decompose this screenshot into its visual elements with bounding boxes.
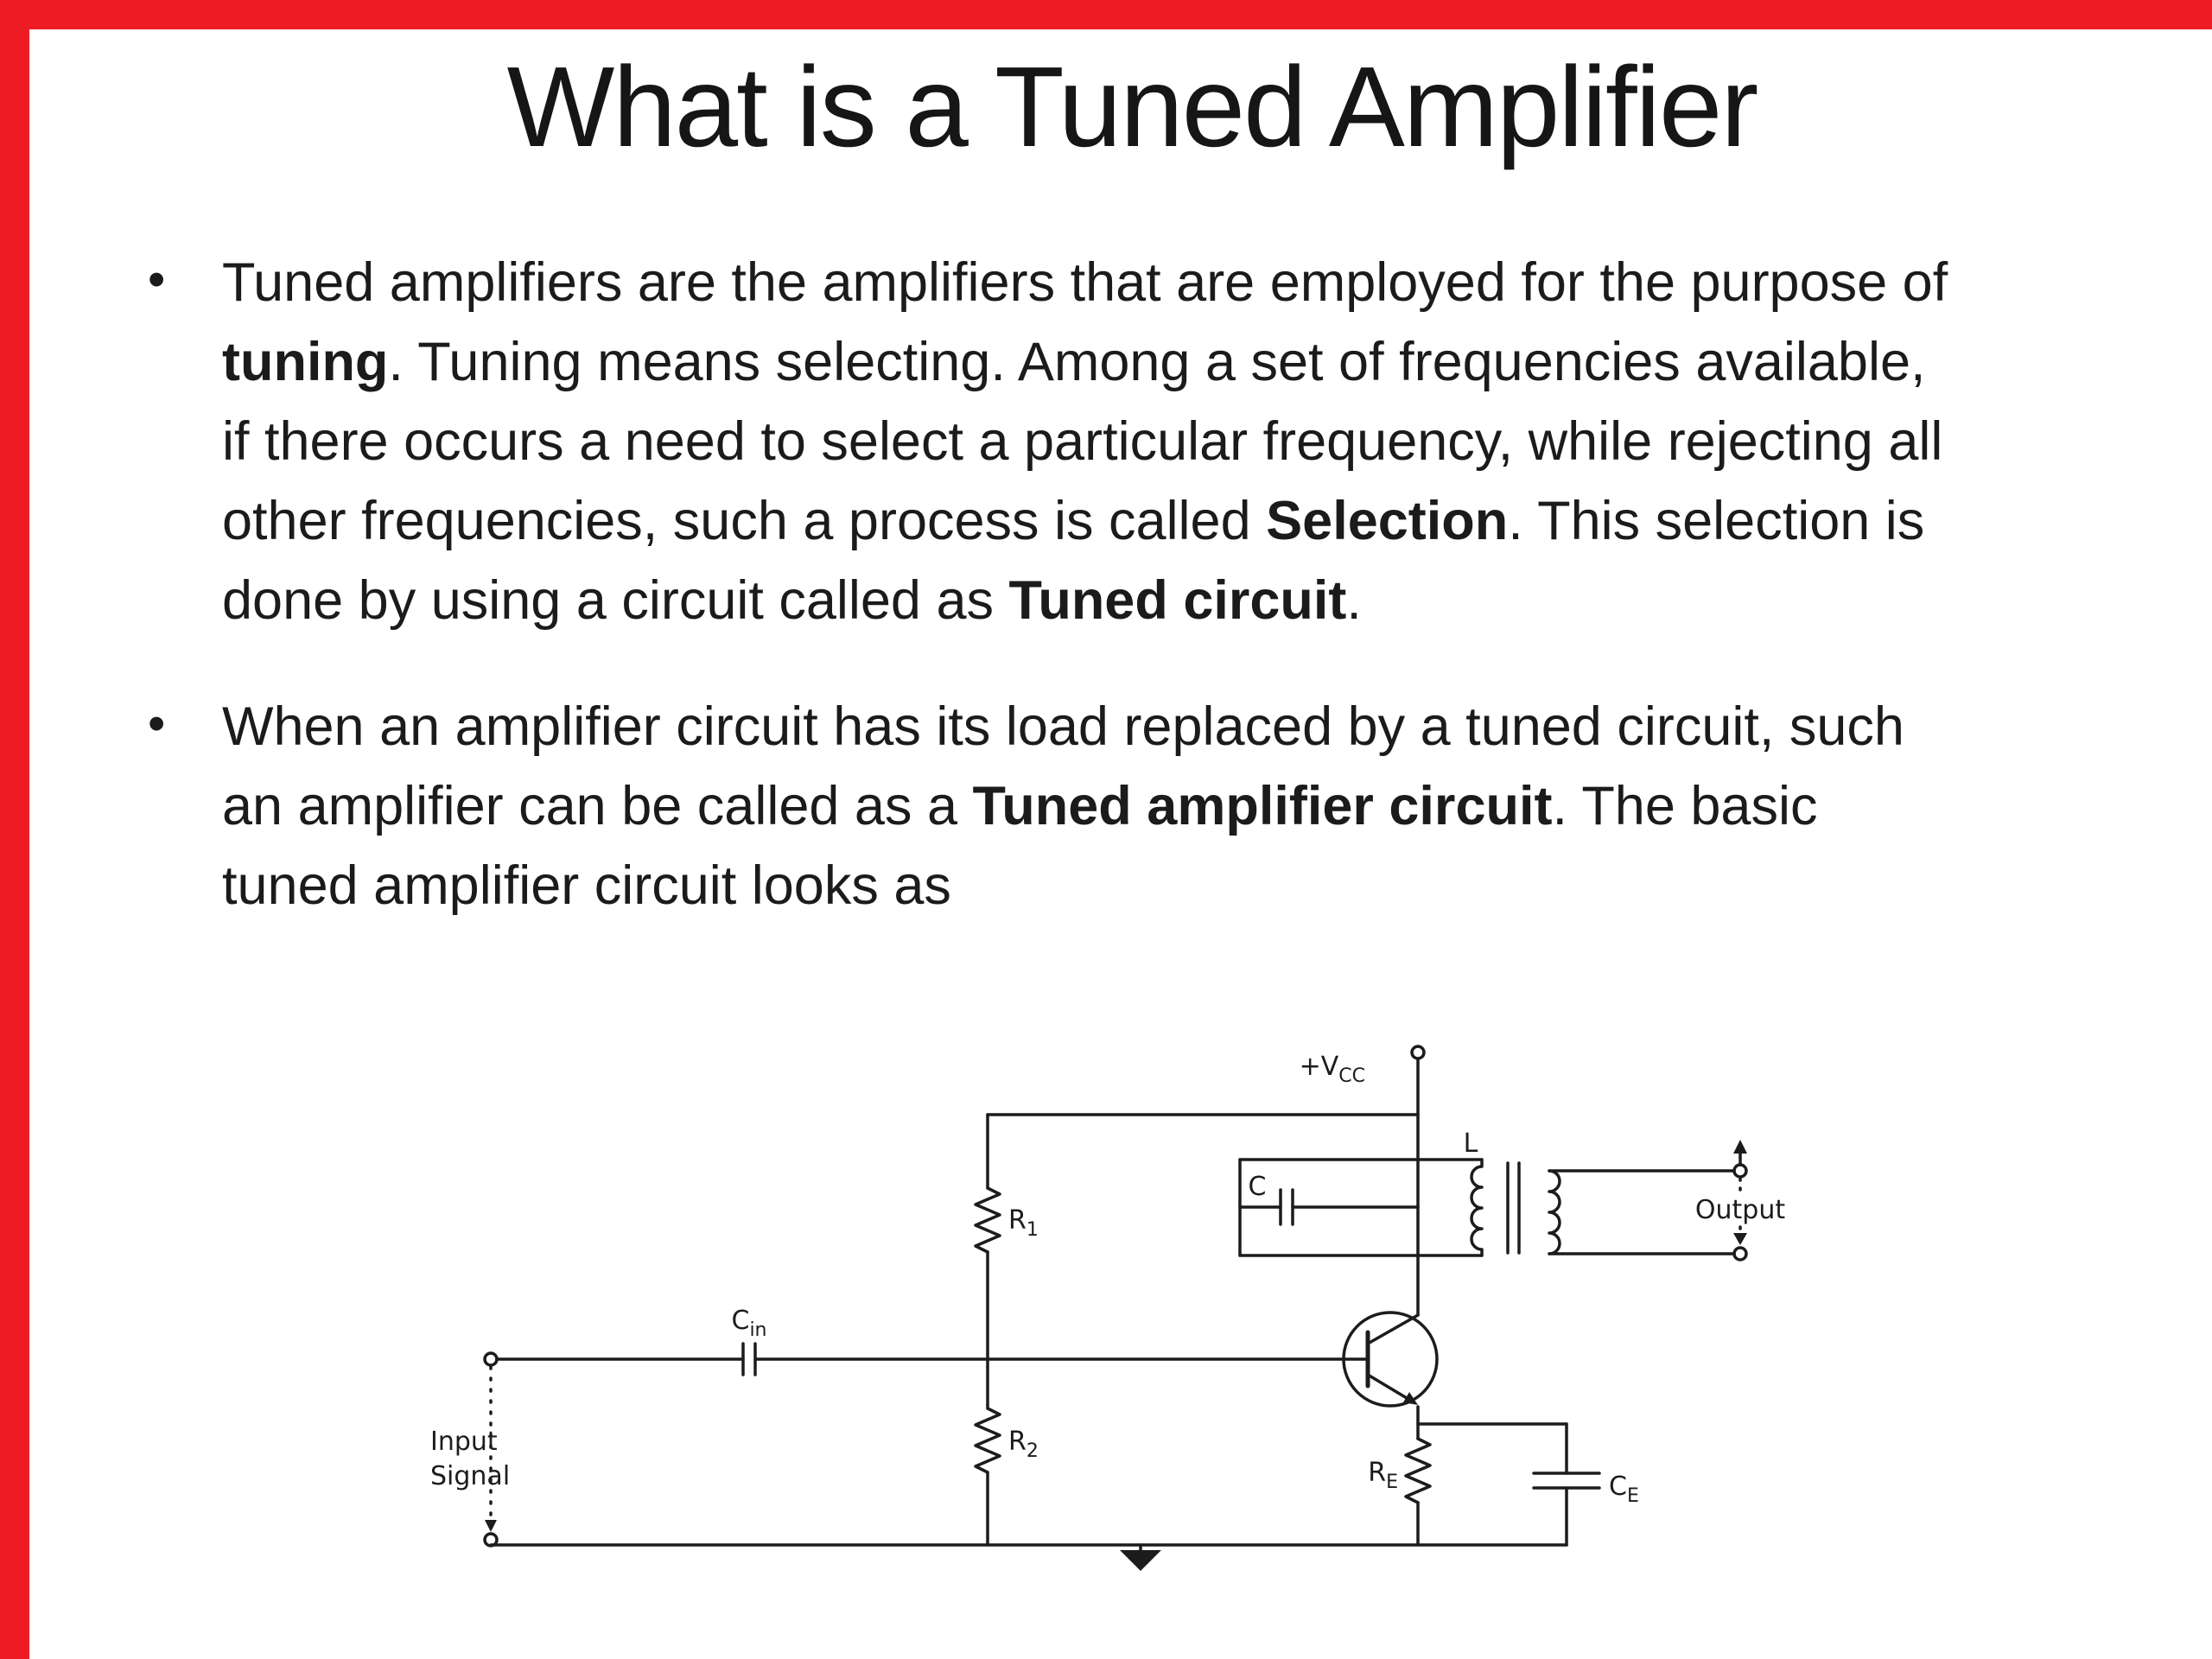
label-input-signal-line1: Input <box>430 1427 498 1457</box>
top-accent-bar <box>0 0 2212 29</box>
transformer-core <box>1506 1161 1521 1255</box>
resistor-r1 <box>974 1113 1001 1361</box>
text-segment: . The basic tuned amplifier circuit look… <box>222 775 1818 916</box>
label-ce: CE <box>1609 1471 1639 1507</box>
output-terminals <box>1548 1151 1748 1262</box>
vcc-terminal <box>1410 1045 1426 1317</box>
text-segment: . This selection is done by using a circ… <box>222 490 1925 631</box>
emitter-arrowhead <box>1403 1392 1418 1405</box>
bullet-item-2: When an amplifier circuit has its load r… <box>143 688 1957 926</box>
inductor-secondary <box>1548 1169 1561 1255</box>
text-segment-bold: Selection <box>1266 490 1509 551</box>
transistor <box>1342 1311 1439 1440</box>
label-vcc: +VCC <box>1300 1052 1365 1087</box>
circuit-svg: +VCC C L Output R1 Cin R2 Input Signal R… <box>430 1045 1785 1571</box>
text-segment-bold: Tuned circuit <box>1008 569 1347 631</box>
label-re: RE <box>1368 1458 1398 1493</box>
page-title: What is a Tuned Amplifier <box>506 43 1759 170</box>
label-r1: R1 <box>1008 1205 1039 1241</box>
label-r2: R2 <box>1008 1427 1039 1462</box>
text-segment-bold: Tuned amplifier circuit <box>972 775 1553 836</box>
circuit-diagram: +VCC C L Output R1 Cin R2 Input Signal R… <box>389 1011 1858 1590</box>
resistor-r2 <box>974 1357 1001 1547</box>
tank-circuit <box>1238 1158 1484 1257</box>
left-accent-bar <box>0 0 29 1659</box>
ground-icon <box>1120 1550 1161 1571</box>
text-segment: . Tuning means selecting. Among a set of… <box>222 331 1943 551</box>
bullet-item-1: Tuned amplifiers are the amplifiers that… <box>143 244 1957 641</box>
input-arrowhead <box>485 1520 497 1532</box>
text-segment-bold: tuning <box>222 331 389 392</box>
resistor-re <box>1404 1437 1432 1547</box>
capacitor-ce <box>1416 1422 1601 1547</box>
label-l: L <box>1464 1128 1478 1159</box>
text-segment: When an amplifier circuit has its load r… <box>222 696 1904 836</box>
capacitor-cin <box>495 1342 1370 1376</box>
output-down-arrowhead <box>1733 1233 1747 1245</box>
inductor-l-primary <box>1470 1158 1484 1257</box>
label-output: Output <box>1695 1195 1785 1225</box>
label-c-tank: C <box>1249 1172 1267 1202</box>
bullet-list: Tuned amplifiers are the amplifiers that… <box>143 244 1957 926</box>
text-segment: . <box>1346 569 1362 631</box>
label-input-signal-line2: Signal <box>430 1461 510 1491</box>
slide-body: Tuned amplifiers are the amplifiers that… <box>143 244 1957 973</box>
label-cin: Cin <box>731 1306 766 1341</box>
text-segment: Tuned amplifiers are the amplifiers that… <box>222 252 1948 313</box>
output-up-arrowhead <box>1733 1140 1747 1154</box>
